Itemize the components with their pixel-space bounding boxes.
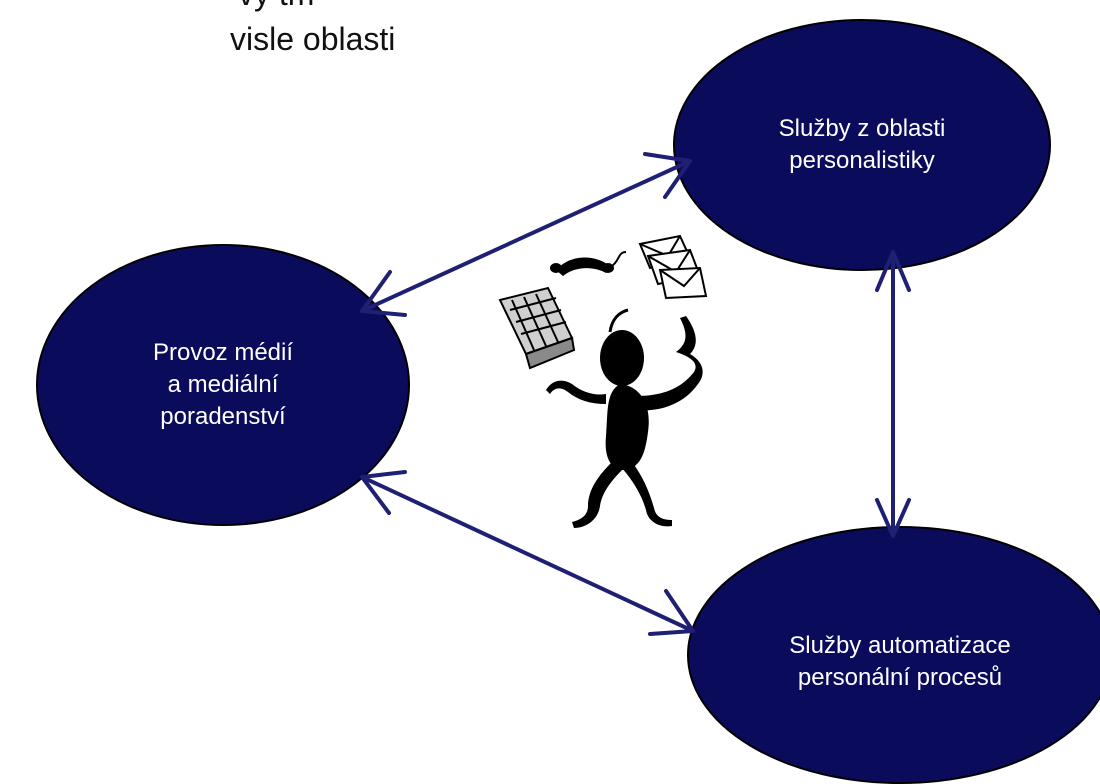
node-automatizace: Služby automatizace personální procesů	[712, 612, 1088, 712]
node-personalistika-line2: personalistiky	[789, 147, 935, 174]
heading-line-2: visle oblasti	[230, 21, 396, 57]
node-media-shape	[36, 244, 410, 526]
heading-line-1: vý tm	[238, 0, 314, 17]
telephone-icon	[550, 251, 627, 276]
node-personalistika: Služby z oblasti personalistiky	[700, 85, 1024, 205]
node-media-line3: poradenství	[160, 403, 286, 430]
node-media-line2: a mediální	[167, 371, 279, 398]
juggling-person-clipart	[498, 234, 708, 528]
node-automatizace-line2: personální procesů	[797, 664, 1003, 691]
arrow-media-personalistika	[360, 152, 692, 317]
node-media-line1: Provoz médií	[152, 339, 294, 366]
node-personalistika-shape	[673, 19, 1051, 271]
node-automatizace-shape	[687, 526, 1100, 784]
slide-heading: vý tm visle oblasti	[0, 0, 395, 107]
arrow-media-automatizace	[360, 470, 695, 636]
keyboard-icon	[498, 286, 576, 370]
node-media: Provoz médií a mediální poradenství	[70, 320, 376, 450]
node-automatizace-line1: Služby automatizace	[789, 632, 1011, 659]
node-personalistika-line1: Služby z oblasti	[778, 115, 946, 142]
envelopes-icon	[638, 234, 708, 300]
arrow-personalistika-automatizace	[875, 250, 911, 538]
